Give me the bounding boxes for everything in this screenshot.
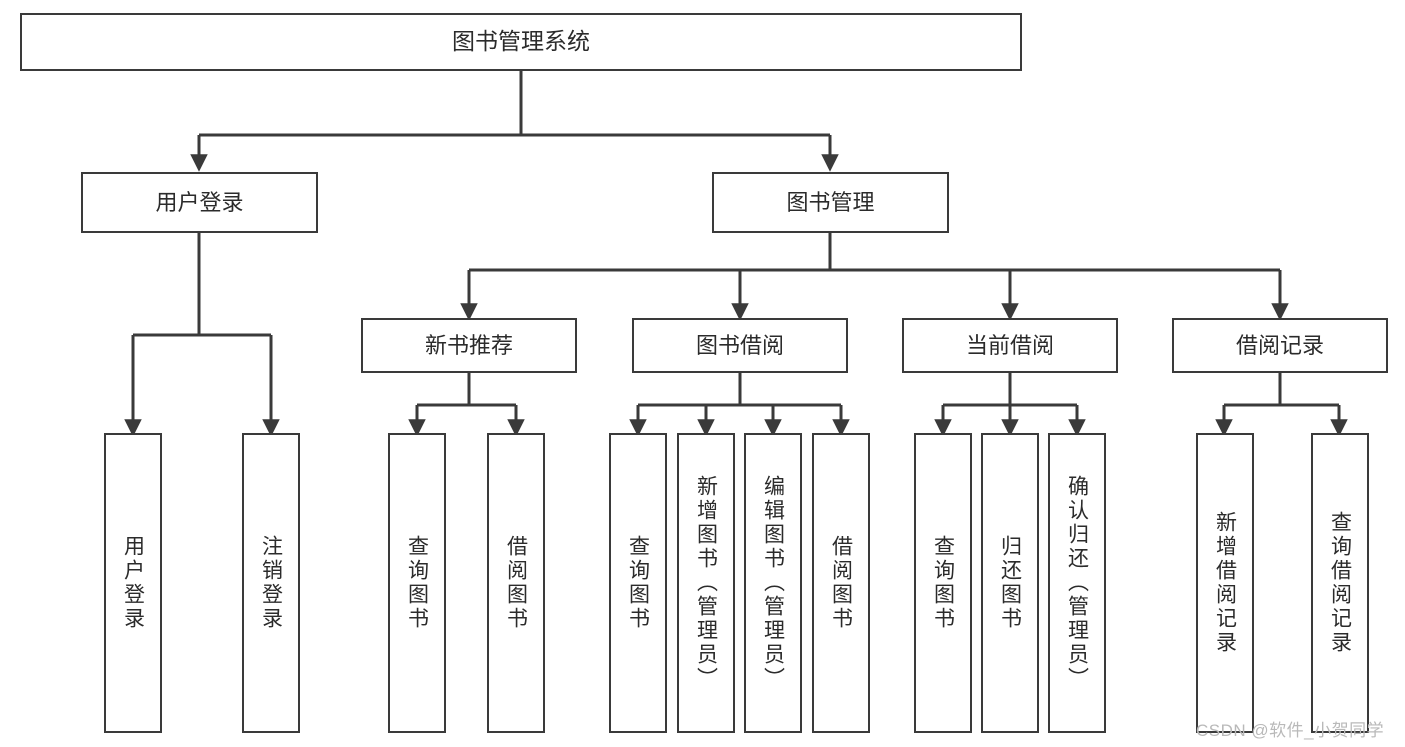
leaf-record-query[interactable]: 查询借阅记录	[1311, 433, 1369, 733]
node-current-borrow[interactable]: 当前借阅	[902, 318, 1118, 373]
node-label: 用户登录	[121, 535, 145, 631]
node-label: 用户登录	[155, 189, 244, 215]
leaf-current-query-book[interactable]: 查询图书	[914, 433, 972, 733]
node-label: 图书管理	[786, 189, 875, 215]
node-book-management[interactable]: 图书管理	[712, 172, 949, 233]
leaf-user-logout[interactable]: 注销登录	[242, 433, 300, 733]
node-label: 图书管理系统	[452, 28, 590, 55]
node-label: 新增借阅记录	[1213, 511, 1237, 655]
node-label: 查询借阅记录	[1328, 511, 1352, 655]
leaf-new-book-query[interactable]: 查询图书	[388, 433, 446, 733]
node-label: 当前借阅	[965, 332, 1054, 358]
leaf-record-add[interactable]: 新增借阅记录	[1196, 433, 1254, 733]
node-book-borrow[interactable]: 图书借阅	[632, 318, 848, 373]
leaf-new-book-borrow[interactable]: 借阅图书	[487, 433, 545, 733]
node-label: 查询图书	[931, 535, 955, 631]
leaf-current-return-book[interactable]: 归还图书	[981, 433, 1039, 733]
leaf-borrow-borrow-book[interactable]: 借阅图书	[812, 433, 870, 733]
leaf-borrow-query-book[interactable]: 查询图书	[609, 433, 667, 733]
leaf-user-login[interactable]: 用户登录	[104, 433, 162, 733]
node-user-login[interactable]: 用户登录	[81, 172, 318, 233]
node-label: 查询图书	[405, 535, 429, 631]
csdn-watermark: CSDN @软件_小贺同学	[1196, 721, 1385, 740]
node-label: 新书推荐	[424, 332, 513, 358]
node-root-system[interactable]: 图书管理系统	[20, 13, 1022, 71]
node-label: 借阅图书	[504, 535, 528, 631]
node-new-book-recommend[interactable]: 新书推荐	[361, 318, 577, 373]
node-label: 注销登录	[259, 535, 283, 631]
node-label: 图书借阅	[695, 332, 784, 358]
node-label: 借阅图书	[829, 535, 853, 631]
leaf-borrow-add-book[interactable]: 新增图书（管理员）	[677, 433, 735, 733]
node-label: 编辑图书（管理员）	[761, 475, 785, 691]
node-label: 借阅记录	[1235, 332, 1324, 358]
node-label: 新增图书（管理员）	[694, 475, 718, 691]
leaf-borrow-edit-book[interactable]: 编辑图书（管理员）	[744, 433, 802, 733]
node-label: 确认归还（管理员）	[1065, 475, 1089, 691]
node-label: 查询图书	[626, 535, 650, 631]
leaf-current-confirm-return[interactable]: 确认归还（管理员）	[1048, 433, 1106, 733]
node-label: 归还图书	[998, 535, 1022, 631]
node-borrow-record[interactable]: 借阅记录	[1172, 318, 1388, 373]
